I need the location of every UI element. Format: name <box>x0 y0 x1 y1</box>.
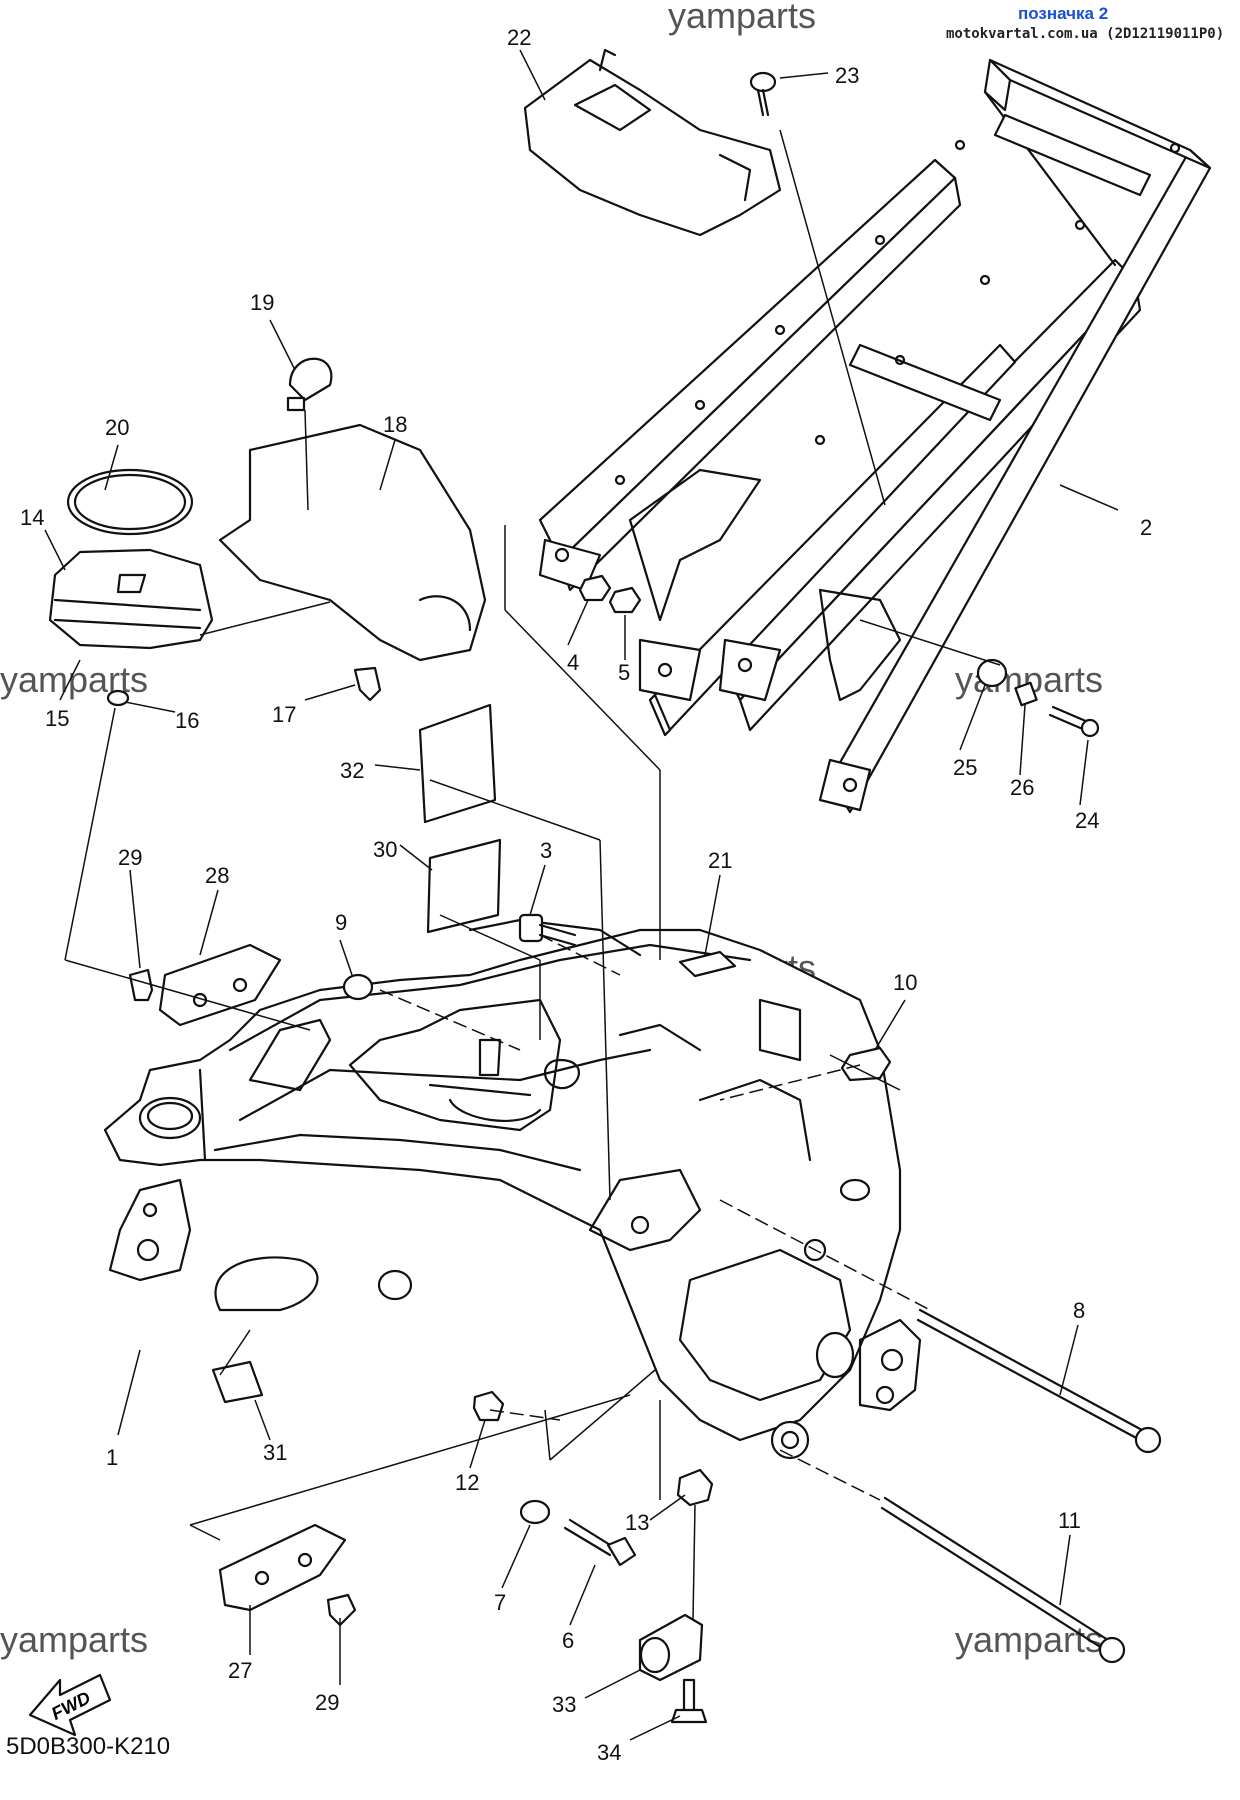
callout-25: 25 <box>953 755 977 780</box>
callout-9: 9 <box>335 910 347 935</box>
callout-10: 10 <box>893 970 917 995</box>
callout-19: 19 <box>250 290 274 315</box>
reference-code: 5D0B300-K210 <box>6 1733 171 1760</box>
callout-1: 1 <box>106 1445 118 1470</box>
callout-17: 17 <box>272 702 296 727</box>
callout-22: 22 <box>507 25 531 50</box>
callout-4: 4 <box>567 650 579 675</box>
callout-11: 11 <box>1058 1508 1081 1533</box>
callout-33: 33 <box>552 1692 576 1717</box>
callout-leaders <box>44 49 1119 1741</box>
callout-32: 32 <box>340 758 364 783</box>
callout-7: 7 <box>494 1590 506 1615</box>
callout-15: 15 <box>45 706 69 731</box>
callout-21: 21 <box>708 848 732 873</box>
callout-28: 28 <box>205 863 229 888</box>
callout-20: 20 <box>105 415 129 440</box>
callout-16: 16 <box>175 708 199 733</box>
callout-23: 23 <box>835 63 859 88</box>
callout-24: 24 <box>1075 808 1099 833</box>
callout-29-lower: 29 <box>315 1690 339 1715</box>
source-title[interactable]: позначка 2 <box>1018 4 1109 23</box>
callout-27: 27 <box>228 1658 252 1683</box>
callout-29-upper: 29 <box>118 845 142 870</box>
callout-34: 34 <box>597 1740 621 1765</box>
small-parts <box>48 48 1162 1724</box>
callout-2: 2 <box>1140 515 1152 540</box>
watermark-top: yamparts <box>668 0 816 36</box>
callout-5: 5 <box>618 660 630 685</box>
watermark-bottom-left: yamparts <box>0 1619 148 1660</box>
callout-13: 13 <box>625 1510 649 1535</box>
rear-subframe <box>538 58 1212 814</box>
main-frame <box>103 918 922 1460</box>
callout-18: 18 <box>383 412 407 437</box>
callout-8: 8 <box>1073 1298 1085 1323</box>
callout-31: 31 <box>263 1440 287 1465</box>
callout-30: 30 <box>373 837 397 862</box>
watermark-bottom-right: yamparts <box>955 1619 1103 1660</box>
callout-6: 6 <box>562 1628 574 1653</box>
callout-3: 3 <box>540 838 552 863</box>
watermarks: yamparts yamparts yamparts yamparts yamp… <box>0 0 1103 1660</box>
fwd-arrow-icon: FWD <box>28 1673 112 1737</box>
source-subtitle: motokvartal.com.ua (2D12119011P0) <box>946 26 1225 42</box>
callout-14: 14 <box>20 505 44 530</box>
callout-26: 26 <box>1010 775 1034 800</box>
assembly-lines <box>64 129 1001 1621</box>
callout-12: 12 <box>455 1470 479 1495</box>
callout-numbers: 1 2 3 4 5 6 7 8 9 10 11 12 13 14 15 16 1… <box>20 25 1152 1765</box>
